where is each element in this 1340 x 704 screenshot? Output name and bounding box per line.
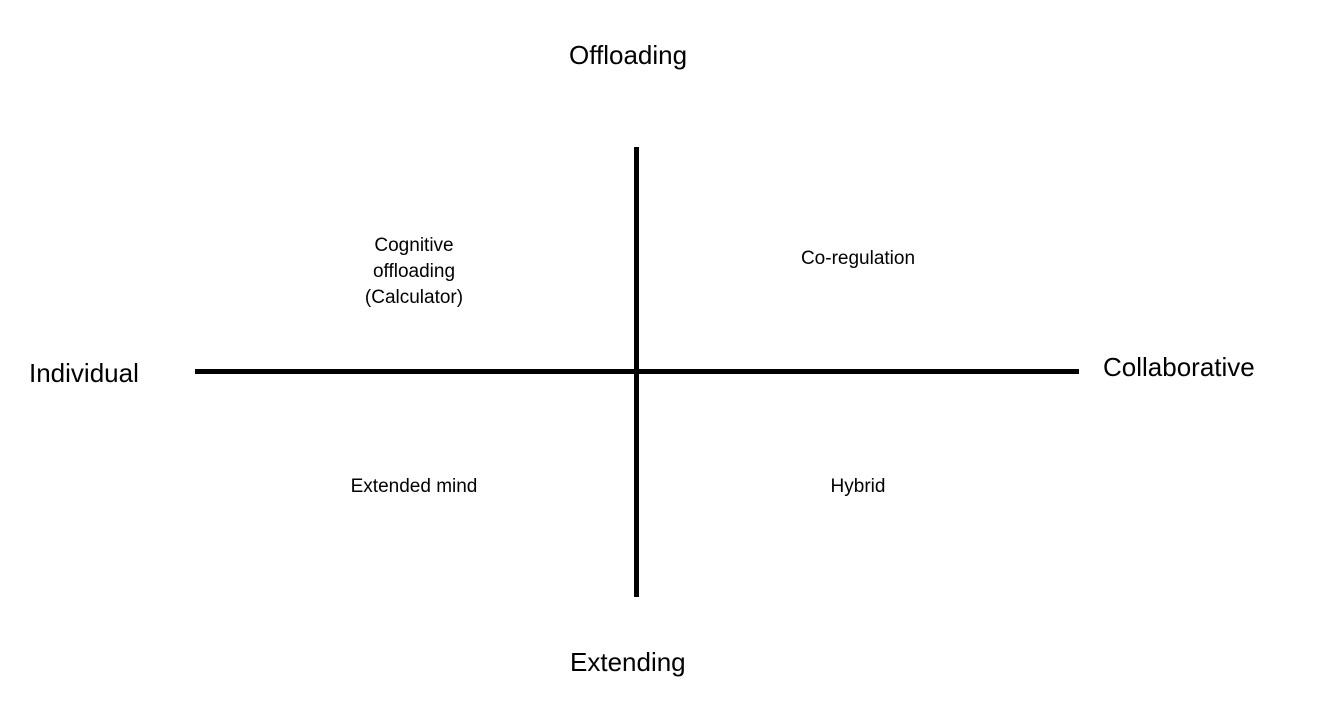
axis-label-bottom: Extending xyxy=(570,647,686,677)
quadrant-bottom-left-label: Extended mind xyxy=(350,476,478,497)
quadrant-top-left-label: Cognitive offloading (Calculator) xyxy=(314,233,514,311)
quadrant-bottom-right-label: Hybrid xyxy=(830,476,886,497)
quadrant-top-left-line1: Cognitive xyxy=(374,235,454,256)
axis-label-right: Collaborative xyxy=(1103,352,1255,382)
quadrant-top-right-label: Co-regulation xyxy=(800,248,916,269)
vertical-axis-line xyxy=(634,147,639,597)
quadrant-top-left-line3: (Calculator) xyxy=(364,287,464,308)
quadrant-top-left-line2: offloading xyxy=(372,261,456,282)
axis-label-left: Individual xyxy=(29,358,139,388)
axis-label-top: Offloading xyxy=(569,40,688,70)
